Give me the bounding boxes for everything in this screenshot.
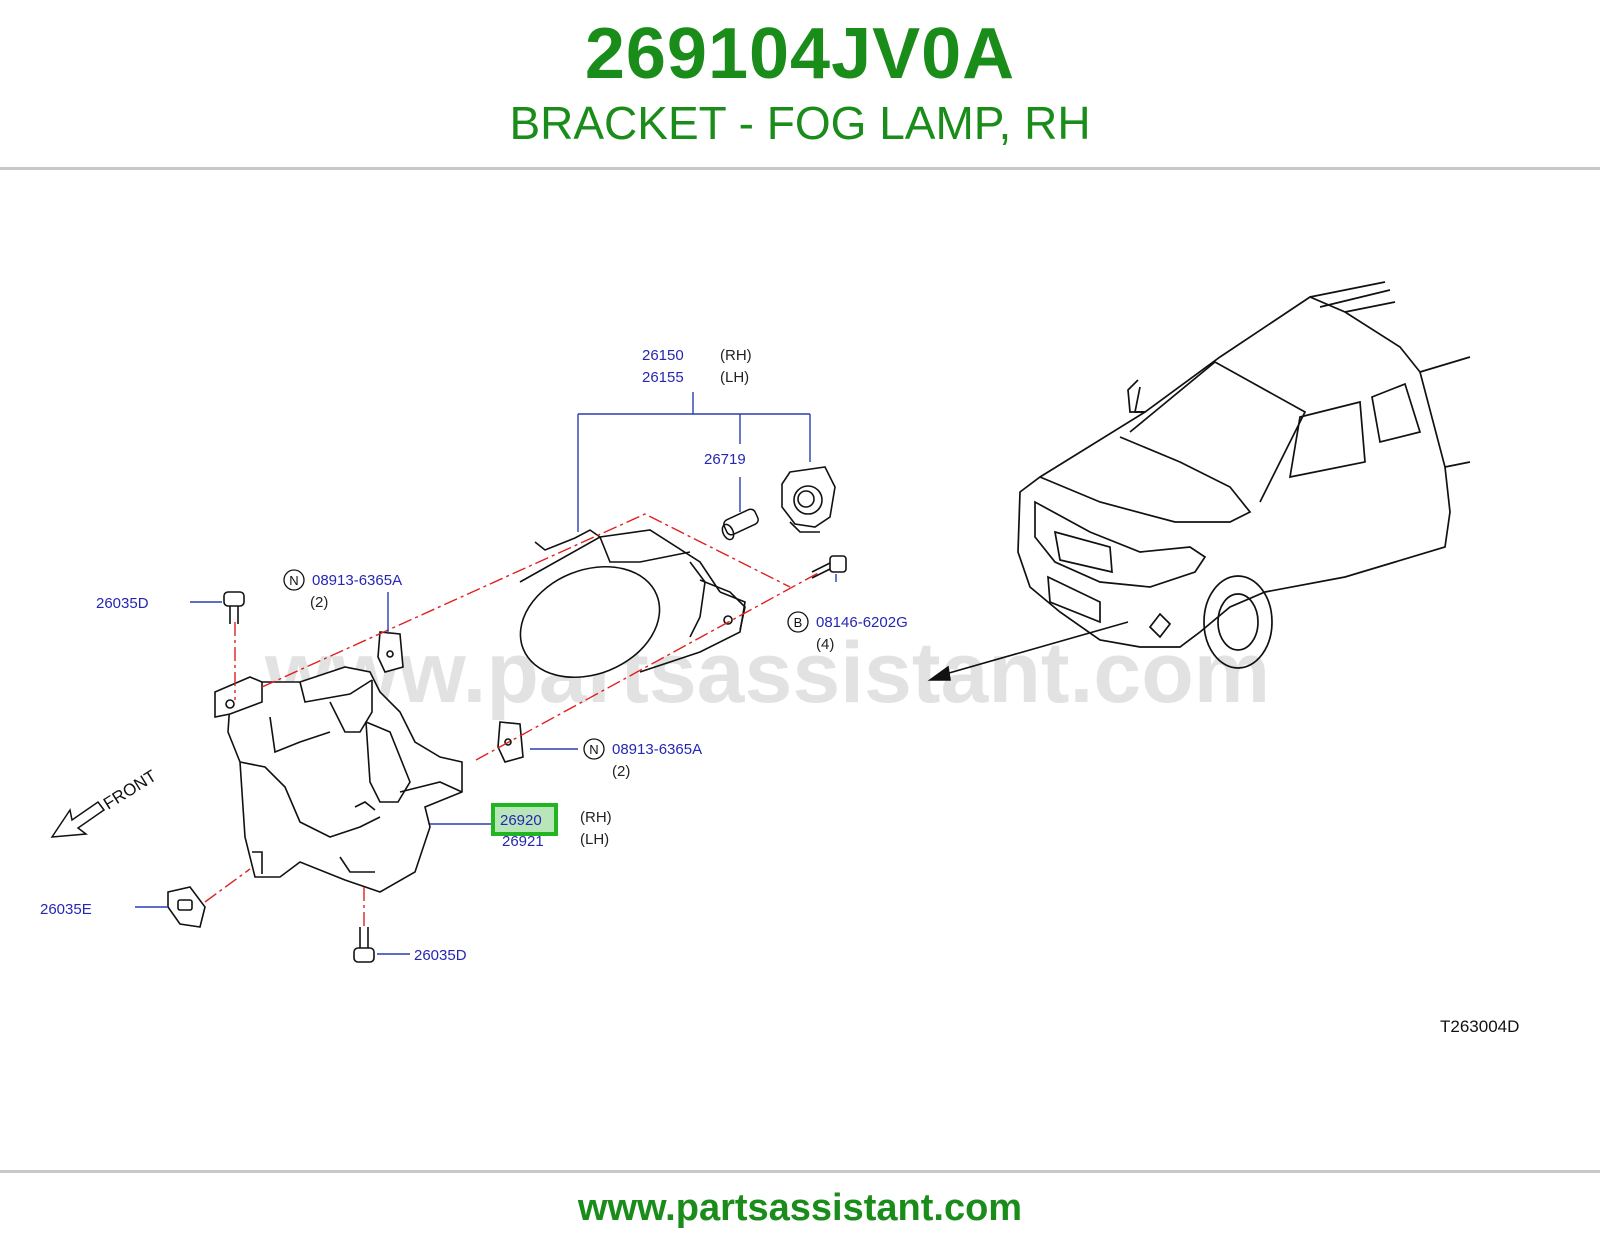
part-description: BRACKET - FOG LAMP, RH [509, 97, 1091, 149]
parts-diagram: www.partsassistant.com [40, 281, 1519, 1036]
label-lamp-lh[interactable]: 26155 [642, 369, 684, 386]
bracket-drawing [214, 666, 463, 893]
label-nut-top[interactable]: 08913-6365A [312, 572, 402, 589]
label-bulb[interactable]: 26719 [704, 451, 746, 468]
label-bracket-lh[interactable]: 26921 [502, 833, 544, 850]
label-bracket-lh-side: (LH) [580, 831, 609, 848]
socket-drawing [781, 466, 836, 533]
bulb-drawing [721, 508, 759, 541]
label-bolt-top-left[interactable]: 26035D [96, 595, 149, 612]
label-bracket-rh[interactable]: 26920 [500, 812, 542, 829]
label-bolt-bottom[interactable]: 26035D [414, 947, 467, 964]
letter-b-right: B [794, 615, 803, 630]
callout-letters [283, 569, 809, 760]
label-bolt-right-qty: (4) [816, 636, 834, 653]
label-nut-top-qty: (2) [310, 594, 328, 611]
leader-lines [135, 392, 837, 955]
footer-url[interactable]: www.partsassistant.com [577, 1187, 1023, 1229]
front-label: FRONT [100, 766, 160, 813]
label-nut-mid-qty: (2) [612, 763, 630, 780]
label-lamp-rh[interactable]: 26150 [642, 347, 684, 364]
label-clip[interactable]: 26035E [40, 901, 92, 918]
fog-lamp-drawing [519, 529, 746, 679]
header: 269104JV0A BRACKET - FOG LAMP, RH [0, 0, 1600, 168]
vehicle-drawing [1017, 281, 1471, 669]
label-bolt-right[interactable]: 08146-6202G [816, 614, 908, 631]
footer-divider [0, 1170, 1600, 1173]
highlight-box [491, 803, 558, 836]
bolt-bottom-drawing [353, 927, 375, 963]
part-number: 269104JV0A [584, 14, 1016, 94]
clip-drawing [167, 886, 206, 928]
nut-top-drawing [377, 631, 404, 673]
letter-n-mid: N [589, 742, 598, 757]
header-divider [0, 167, 1600, 170]
circle-n-mid [583, 738, 605, 760]
bolt-top-left-drawing [223, 591, 245, 624]
circle-n-top [283, 569, 305, 591]
circle-b-right [787, 611, 809, 633]
bolt-right-drawing [811, 555, 847, 579]
nut-mid-drawing [497, 721, 524, 763]
alignment-lines [204, 513, 821, 927]
label-lamp-rh-side: (RH) [720, 347, 752, 364]
vehicle-pointer [927, 621, 1129, 681]
label-lamp-lh-side: (LH) [720, 369, 749, 386]
letter-n-top: N [289, 573, 298, 588]
front-arrow-icon [50, 800, 106, 838]
label-bracket-rh-side: (RH) [580, 809, 612, 826]
diagram-code: T263004D [1440, 1017, 1519, 1036]
label-nut-mid[interactable]: 08913-6365A [612, 741, 702, 758]
